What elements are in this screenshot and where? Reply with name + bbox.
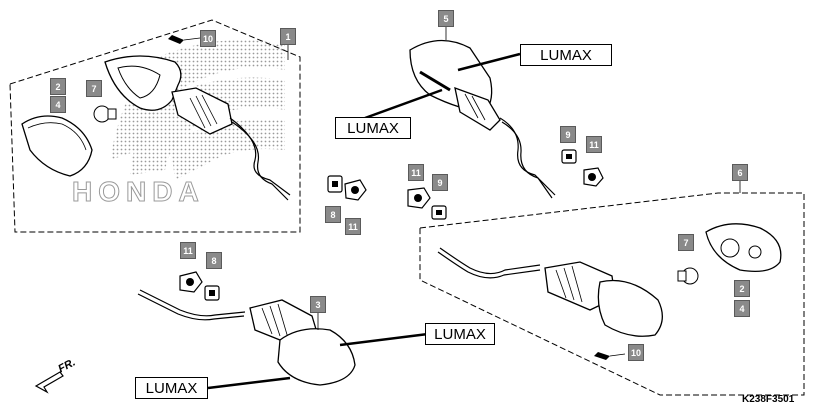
lens-upper-left	[21, 115, 93, 177]
callout-9-center: 9	[432, 174, 448, 191]
callout-2-upper: 2	[50, 78, 66, 95]
lumax-label-top-left: LUMAX	[335, 117, 411, 139]
callout-11-upper-right: 11	[586, 136, 602, 153]
callout-4-right: 4	[734, 300, 750, 317]
callout-11-middle: 11	[345, 218, 361, 235]
callout-5: 5	[438, 10, 454, 27]
screw-lower	[594, 352, 610, 360]
honda-watermark-text: HONDA	[72, 176, 205, 208]
callout-10-upper: 10	[200, 30, 216, 47]
callout-6: 6	[732, 164, 748, 181]
callout-8-middle: 8	[325, 206, 341, 223]
lumax-label-top-right: LUMAX	[520, 44, 612, 66]
callout-4-upper: 4	[50, 96, 66, 113]
callout-11-center: 11	[408, 164, 424, 181]
diagram-code: K238F3501	[742, 394, 795, 405]
callout-9-upper: 9	[560, 126, 576, 143]
callout-7-right: 7	[678, 234, 694, 251]
callout-7-upper: 7	[86, 80, 102, 97]
front-direction-arrow-icon	[34, 371, 64, 394]
callout-1: 1	[280, 28, 296, 45]
lens-right	[705, 223, 782, 273]
winker-6-housing	[597, 279, 663, 337]
callout-3: 3	[310, 296, 326, 313]
callout-11-lower: 11	[180, 242, 196, 259]
lumax-label-bottom-right: LUMAX	[425, 323, 495, 345]
screw-upper	[168, 35, 184, 44]
lumax-label-bottom-left: LUMAX	[135, 377, 208, 399]
winker-1-housing	[104, 55, 182, 111]
group-1-outline	[9, 19, 301, 233]
callout-8-lower: 8	[206, 252, 222, 269]
callout-2-right: 2	[734, 280, 750, 297]
callout-10-lower: 10	[628, 344, 644, 361]
group-6-outline	[419, 192, 805, 396]
winker-3-housing	[277, 328, 356, 386]
